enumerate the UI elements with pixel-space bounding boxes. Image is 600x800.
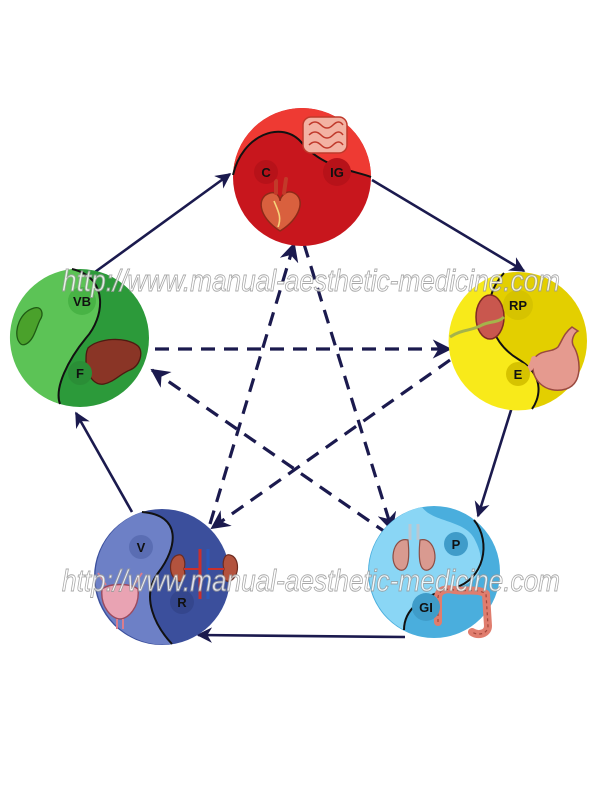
label-gi: GI — [419, 600, 433, 615]
bladder-icon — [97, 572, 143, 629]
small-intestine-icon — [302, 116, 348, 154]
spleen-pancreas-icon — [449, 294, 506, 340]
element-wood: VB F — [9, 268, 149, 407]
label-c: C — [261, 165, 271, 180]
lungs-icon — [392, 524, 436, 571]
arrow-wood-to-fire — [94, 172, 232, 274]
water-label-badge-r — [170, 590, 194, 614]
water-divider — [141, 511, 174, 645]
element-fire: C IG — [232, 108, 372, 246]
label-e: E — [514, 367, 523, 382]
label-v: V — [137, 540, 146, 555]
metal-label-badge-p — [444, 532, 468, 556]
label-ig: IG — [330, 165, 344, 180]
arrow-earth-to-metal — [474, 406, 514, 518]
water-label-badge-v — [129, 535, 153, 559]
watermark-top: http://www.manual-aesthetic-medicine.com — [62, 263, 560, 298]
generating-cycle — [74, 172, 526, 643]
label-vb: VB — [73, 294, 91, 309]
element-earth: RP E — [448, 272, 587, 411]
arrow-metal-to-water — [196, 627, 406, 643]
label-r: R — [177, 595, 187, 610]
wood-label-badge-f — [68, 361, 92, 385]
dashed-arrow-water-to-fire — [208, 242, 299, 525]
fire-label-badge-ig — [323, 158, 351, 186]
earth-label-badge-rp — [503, 290, 533, 320]
kidneys-icon — [169, 549, 239, 599]
dashed-arrow-metal-to-wood — [150, 368, 389, 536]
arrow-water-to-wood — [74, 411, 134, 513]
gallbladder-icon — [16, 307, 43, 346]
large-intestine-icon — [434, 585, 492, 638]
liver-icon — [85, 338, 142, 385]
wood-label-badge-vb — [68, 287, 96, 315]
fire-label-badge-c — [254, 160, 278, 184]
wood-divider — [57, 268, 102, 405]
dashed-arrow-fire-to-metal — [302, 243, 397, 532]
fire-divider — [232, 130, 372, 178]
label-p: P — [452, 537, 461, 552]
earth-label-badge-e — [506, 362, 530, 386]
controlling-cycle — [150, 242, 452, 536]
metal-label-badge-gi — [412, 593, 440, 621]
label-rp: RP — [509, 298, 527, 313]
element-water: V R — [94, 509, 239, 645]
arrow-fire-to-earth — [371, 178, 526, 273]
dashed-arrow-earth-to-water — [210, 358, 451, 530]
label-f: F — [76, 366, 84, 381]
element-metal: P GI — [368, 506, 500, 638]
watermark-bottom: http://www.manual-aesthetic-medicine.com — [62, 563, 560, 598]
heart-icon — [260, 177, 301, 232]
